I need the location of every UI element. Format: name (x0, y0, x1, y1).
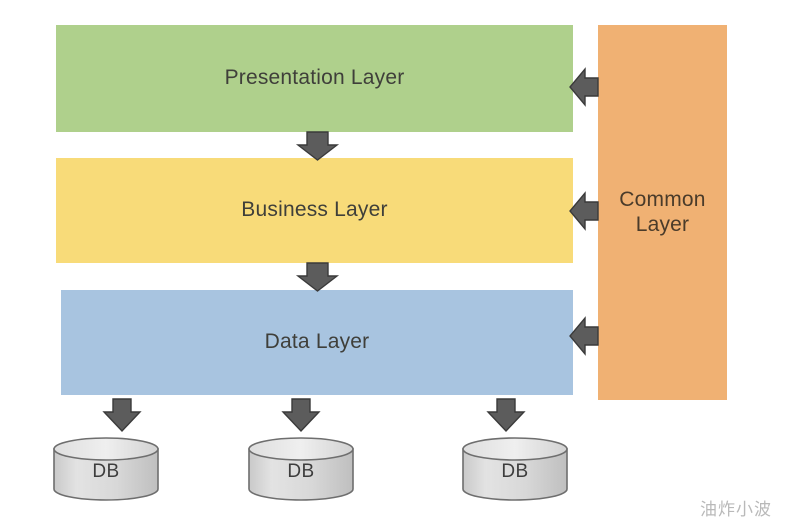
arrow-down-business-to-data (295, 262, 340, 292)
arrow-left-common-to-presentation (569, 67, 599, 107)
database-cylinder-2[interactable]: DB (461, 437, 569, 501)
arrow-down-data-to-db-0 (102, 398, 142, 433)
watermark-text: 油炸小波 (700, 500, 772, 520)
db-cylinder-shape (248, 437, 354, 501)
business-layer-box[interactable]: Business Layer (56, 158, 573, 263)
arrow-down-data-to-db-1 (281, 398, 321, 433)
presentation-layer-label: Presentation Layer (224, 66, 405, 90)
database-label-0: DB (92, 461, 120, 482)
db-cylinder-shape (462, 437, 568, 501)
common-layer-box[interactable]: Common Layer (598, 25, 727, 400)
db-cylinder-shape (53, 437, 159, 501)
business-layer-label: Business Layer (241, 198, 388, 222)
arrow-left-common-to-business (569, 191, 599, 231)
common-layer-label: Common Layer (619, 187, 706, 236)
data-layer-label: Data Layer (264, 330, 370, 354)
database-label-2: DB (501, 461, 529, 482)
database-cylinder-0[interactable]: DB (52, 437, 160, 501)
arrow-left-common-to-data (569, 316, 599, 356)
database-label-1: DB (287, 461, 315, 482)
arrow-down-presentation-to-business (295, 131, 340, 161)
database-cylinder-1[interactable]: DB (247, 437, 355, 501)
arrow-down-data-to-db-2 (486, 398, 526, 433)
data-layer-box[interactable]: Data Layer (61, 290, 573, 395)
presentation-layer-box[interactable]: Presentation Layer (56, 25, 573, 132)
